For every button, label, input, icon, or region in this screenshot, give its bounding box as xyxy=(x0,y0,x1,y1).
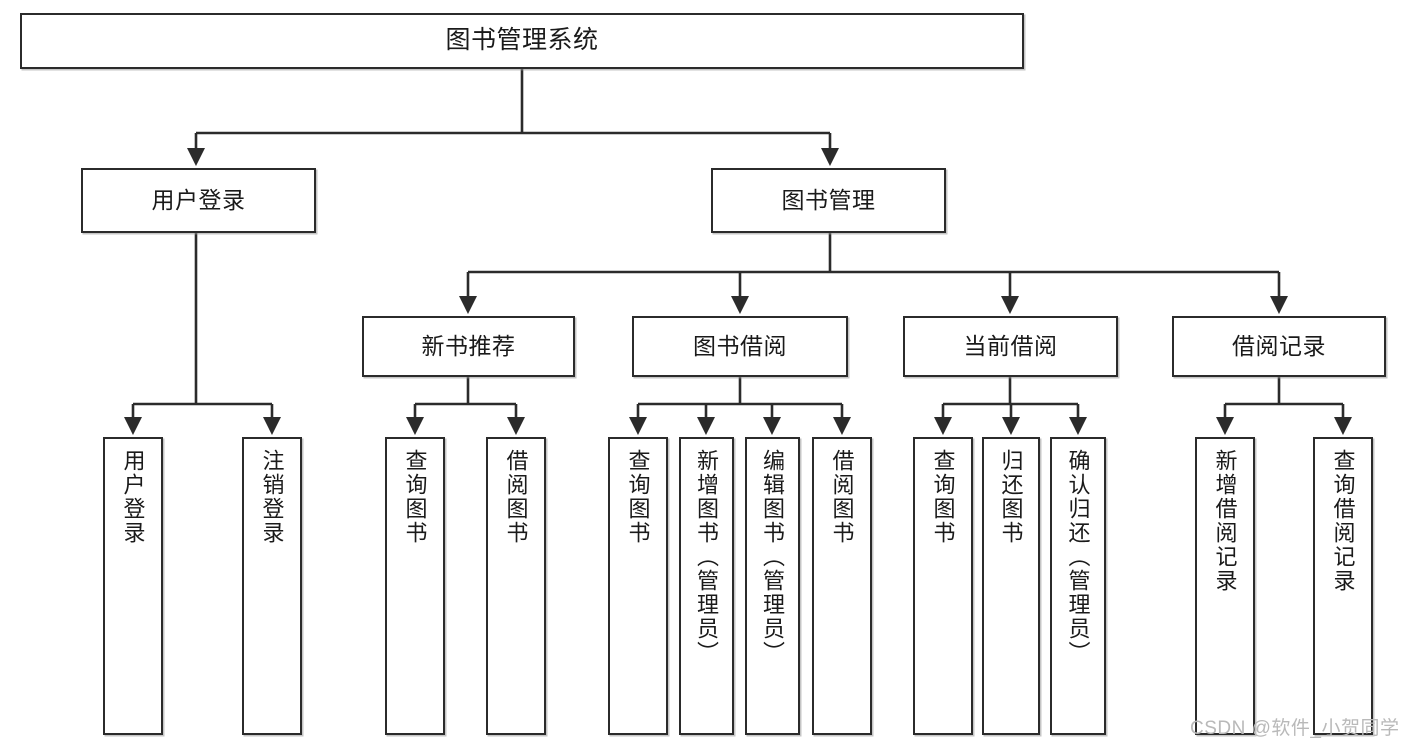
leaf-book-borrow-borrow-book[interactable]: 借阅图书 xyxy=(812,437,872,735)
leaf-user-login-logout[interactable]: 注销登录 xyxy=(242,437,302,735)
node-label: 新增图书（管理员） xyxy=(694,449,720,665)
node-new-book-recommend[interactable]: 新书推荐 xyxy=(362,316,575,377)
node-label: 图书借阅 xyxy=(693,332,787,359)
node-label: 查询图书 xyxy=(625,449,651,545)
leaf-current-borrow-return-book[interactable]: 归还图书 xyxy=(982,437,1040,735)
leaf-new-book-query-book[interactable]: 查询图书 xyxy=(385,437,445,735)
leaf-new-book-borrow-book[interactable]: 借阅图书 xyxy=(486,437,546,735)
leaf-current-borrow-query-book[interactable]: 查询图书 xyxy=(913,437,973,735)
node-root-book-management-system[interactable]: 图书管理系统 xyxy=(20,13,1024,69)
node-label: 查询图书 xyxy=(930,449,956,545)
node-label: 图书管理 xyxy=(781,186,876,213)
node-label: 查询借阅记录 xyxy=(1330,449,1356,593)
node-label: 借阅图书 xyxy=(503,449,529,545)
node-label: 注销登录 xyxy=(259,449,285,545)
node-label: 用户登录 xyxy=(151,186,246,213)
node-label: 编辑图书（管理员） xyxy=(760,449,786,665)
node-label: 借阅图书 xyxy=(829,449,855,545)
node-label: 当前借阅 xyxy=(963,332,1058,359)
leaf-book-borrow-edit-book-admin[interactable]: 编辑图书（管理员） xyxy=(745,437,800,735)
csdn-watermark: CSDN @软件_小贺同学 xyxy=(1190,718,1400,739)
node-label: 新书推荐 xyxy=(421,332,516,359)
node-label: 图书管理系统 xyxy=(445,26,599,55)
leaf-book-borrow-add-book-admin[interactable]: 新增图书（管理员） xyxy=(679,437,734,735)
leaf-borrow-record-add-record[interactable]: 新增借阅记录 xyxy=(1195,437,1255,735)
leaf-borrow-record-query-record[interactable]: 查询借阅记录 xyxy=(1313,437,1373,735)
node-book-borrow[interactable]: 图书借阅 xyxy=(632,316,848,377)
leaf-current-borrow-confirm-return-admin[interactable]: 确认归还（管理员） xyxy=(1050,437,1106,735)
node-label: 归还图书 xyxy=(998,449,1024,545)
node-label: 借阅记录 xyxy=(1232,332,1326,359)
node-label: 查询图书 xyxy=(402,449,428,545)
node-book-management[interactable]: 图书管理 xyxy=(711,168,946,233)
node-user-login[interactable]: 用户登录 xyxy=(81,168,316,233)
leaf-user-login-login[interactable]: 用户登录 xyxy=(103,437,163,735)
node-current-borrow[interactable]: 当前借阅 xyxy=(903,316,1118,377)
node-borrow-record[interactable]: 借阅记录 xyxy=(1172,316,1386,377)
node-label: 新增借阅记录 xyxy=(1212,449,1238,593)
leaf-book-borrow-query-book[interactable]: 查询图书 xyxy=(608,437,668,735)
node-label: 确认归还（管理员） xyxy=(1065,449,1091,665)
node-label: 用户登录 xyxy=(120,449,146,545)
